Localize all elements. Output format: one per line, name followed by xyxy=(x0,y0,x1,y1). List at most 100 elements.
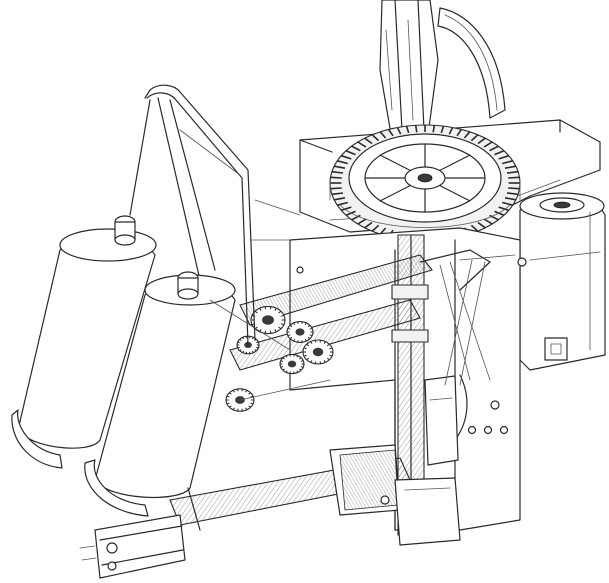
small-gear-tooth xyxy=(307,344,309,346)
small-gear-tooth xyxy=(297,371,298,373)
small-gear-tooth xyxy=(294,339,295,341)
gear-tooth xyxy=(495,151,505,155)
gear-tooth xyxy=(502,203,513,206)
small-gear-tooth xyxy=(256,342,258,343)
gear-tooth xyxy=(407,126,409,133)
small-gear-tooth xyxy=(305,339,306,341)
small-gear-tooth xyxy=(329,348,332,349)
gear-tooth xyxy=(337,203,348,206)
small-gear-tooth xyxy=(302,340,303,342)
gear-tooth xyxy=(471,225,477,231)
small-gear-tooth xyxy=(243,337,244,339)
small-gear-tooth xyxy=(251,396,254,397)
small-gear-tooth xyxy=(310,328,312,329)
small-gear-tooth xyxy=(281,361,283,362)
small-gear-tooth xyxy=(240,350,242,351)
gear-tooth xyxy=(505,198,516,200)
small-gear-tooth xyxy=(242,389,243,391)
gear-tooth xyxy=(332,172,343,173)
small-gear-tooth xyxy=(281,315,284,316)
lower-drive-bar xyxy=(170,445,415,525)
small-gear-tooth xyxy=(246,408,247,410)
gear-tooth xyxy=(507,193,518,194)
gear-tooth xyxy=(464,132,469,138)
small-gear-tooth xyxy=(315,340,316,342)
small-gear-tooth xyxy=(227,396,230,397)
gear-tooth xyxy=(337,161,348,164)
motor xyxy=(520,193,605,370)
small-gear-tooth xyxy=(238,389,239,391)
small-gear-tooth xyxy=(233,408,234,410)
small-gear-tooth xyxy=(288,328,290,329)
small-gear-tooth xyxy=(327,358,329,360)
gear-tooth xyxy=(490,215,499,219)
small-gear-tooth xyxy=(286,371,287,373)
gear-tooth xyxy=(478,223,485,228)
small-gear-tooth xyxy=(242,409,243,411)
small-gear-tooth xyxy=(275,308,277,310)
small-gear-tooth xyxy=(302,322,303,324)
small-gear-tooth xyxy=(308,337,310,338)
small-gear-tooth xyxy=(265,331,266,334)
small-gear-tooth xyxy=(251,403,254,404)
small-gear-tooth xyxy=(249,393,251,394)
gear-tooth xyxy=(346,151,356,155)
large-gear xyxy=(330,125,520,241)
small-gear-tooth xyxy=(238,409,239,411)
small-gear-tooth xyxy=(304,355,307,356)
small-gear-tooth xyxy=(233,390,234,392)
gear-tooth xyxy=(449,128,452,135)
gear-tooth xyxy=(508,188,519,189)
gear-tooth xyxy=(334,166,345,168)
left-slider xyxy=(80,515,185,578)
small-gear-tooth xyxy=(281,367,283,368)
small-gear-tooth xyxy=(315,362,316,364)
small-gear-tooth xyxy=(327,344,329,346)
gear-tooth xyxy=(478,138,485,143)
small-gear-tooth xyxy=(283,369,285,370)
small-gear-tooth xyxy=(320,362,321,364)
gear-tooth xyxy=(484,219,492,224)
small-gear-tooth xyxy=(252,337,253,339)
small-gears xyxy=(226,306,333,411)
small-gear-tooth xyxy=(278,327,281,329)
gear-tooth xyxy=(352,215,361,219)
small-gear-tooth xyxy=(256,347,258,348)
small-gear-tooth xyxy=(288,335,290,336)
small-gear-tooth xyxy=(240,339,242,340)
gear-tooth xyxy=(331,188,342,189)
gear-tooth xyxy=(389,129,393,135)
small-gear-tooth xyxy=(320,340,321,342)
gear-tooth xyxy=(358,219,366,224)
small-gear-tooth xyxy=(270,307,271,310)
small-gear-tooth xyxy=(324,342,326,344)
gear-tooth xyxy=(332,193,343,194)
gear-tooth xyxy=(365,138,372,143)
small-gear-tooth xyxy=(298,322,299,324)
top-arm-column xyxy=(380,0,505,140)
small-gear-tooth xyxy=(278,311,281,313)
small-gear-cluster xyxy=(226,306,333,411)
small-gear-tooth xyxy=(255,311,258,313)
small-gear-tooth xyxy=(252,351,253,353)
small-gear-hub xyxy=(287,360,297,368)
small-gear-tooth xyxy=(227,403,230,404)
gear-tooth xyxy=(341,156,351,159)
small-gear-hub xyxy=(295,328,305,336)
small-gear-tooth xyxy=(305,323,306,325)
gear-tooth xyxy=(507,172,518,173)
gear-tooth xyxy=(499,156,509,159)
gear-tooth xyxy=(433,125,434,132)
gear-tooth xyxy=(372,225,378,231)
gear-tooth xyxy=(441,126,443,133)
small-gear-tooth xyxy=(294,323,295,325)
small-gear-hub xyxy=(312,347,324,357)
small-gear-tooth xyxy=(255,350,257,351)
small-gear-tooth xyxy=(238,342,240,343)
small-gear-tooth xyxy=(307,358,309,360)
gear-tooth xyxy=(505,166,516,168)
gear-tooth xyxy=(484,142,492,147)
gear-tooth xyxy=(341,207,351,210)
small-gear-tooth xyxy=(283,358,285,359)
